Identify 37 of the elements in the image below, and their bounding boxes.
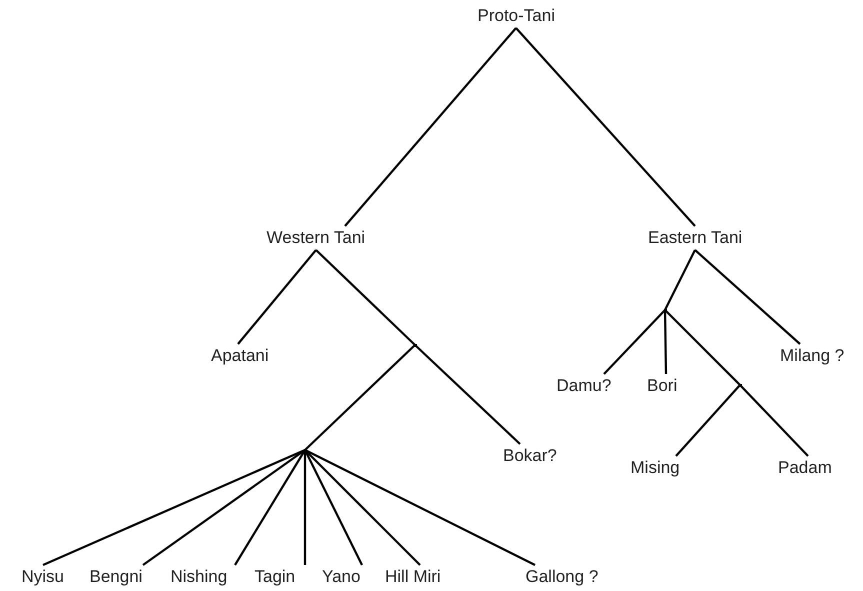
language-label: Bori xyxy=(647,376,678,396)
language-label: Mising xyxy=(630,458,680,478)
language-label: Tagin xyxy=(254,567,296,587)
language-label: Proto-Tani xyxy=(478,6,555,26)
tree-branch-line xyxy=(515,27,696,227)
language-label: Padam xyxy=(778,458,832,478)
tree-branch-line xyxy=(344,27,517,227)
language-label: Bokar? xyxy=(503,446,557,466)
tree-branch-line xyxy=(234,449,306,566)
language-label: Yano xyxy=(322,567,360,587)
tree-branch-line xyxy=(42,449,306,566)
tree-branch-line xyxy=(304,450,363,566)
tree-branch-line xyxy=(664,310,668,374)
tree-branch-line xyxy=(237,249,317,345)
tree-branch-line xyxy=(664,250,696,310)
tree-branch-line xyxy=(664,309,741,386)
language-label: Nishing xyxy=(170,567,228,587)
tree-branch-line xyxy=(694,249,801,345)
tree-branch-line xyxy=(739,384,809,457)
language-label: Apatani xyxy=(211,346,269,366)
language-label: Hill Miri xyxy=(385,567,441,587)
language-label: Gallong ? xyxy=(526,567,598,587)
tree-branch-line xyxy=(304,344,416,451)
tree-branch-line xyxy=(142,449,306,566)
tree-branch-line xyxy=(304,449,536,566)
tree-branch-line xyxy=(603,309,666,375)
language-label: Nyisu xyxy=(22,567,64,587)
tree-branch-line xyxy=(675,384,741,457)
tree-branch-line xyxy=(304,450,306,565)
language-label: Western Tani xyxy=(266,228,366,248)
language-label: Bengni xyxy=(90,567,142,587)
language-label: Eastern Tani xyxy=(648,228,742,248)
tree-branch-line xyxy=(414,344,521,445)
language-label: Damu? xyxy=(556,376,612,396)
tree-branch-line xyxy=(315,249,416,346)
tree-branch-line xyxy=(304,449,421,566)
language-label: Milang ? xyxy=(780,346,844,366)
